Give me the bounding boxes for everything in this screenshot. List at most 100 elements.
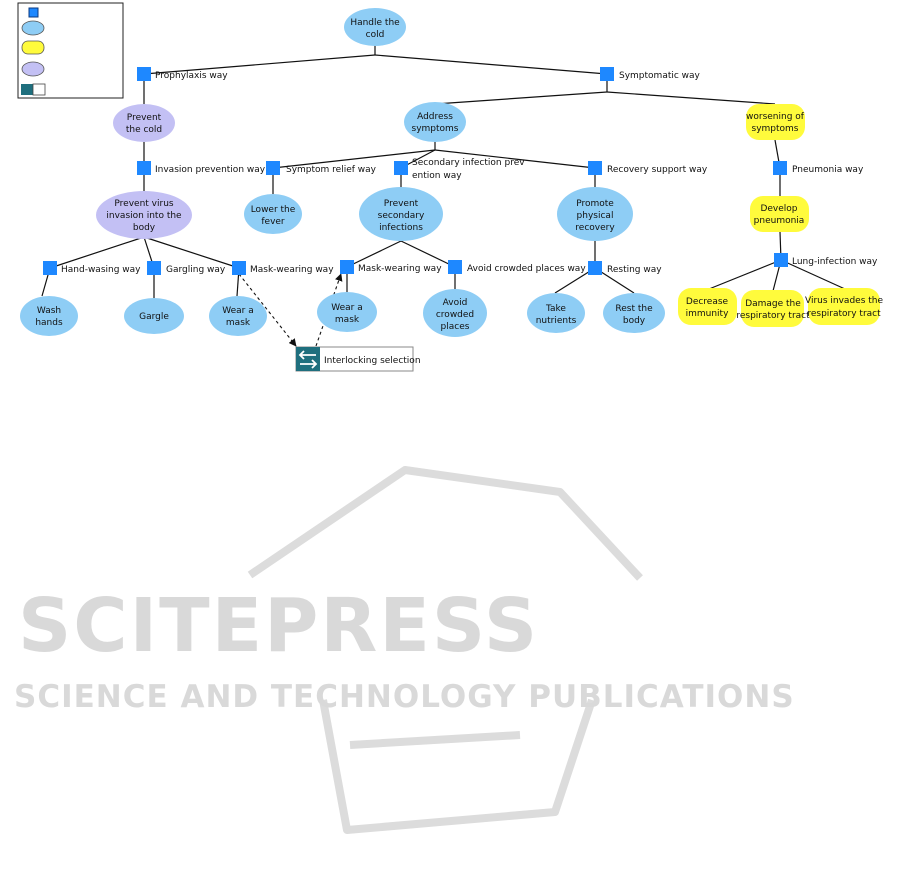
node-damage-tract[interactable]: Damage the respiratory tract [736, 290, 810, 327]
book-logo-icon [247, 466, 643, 834]
node-take-nutrients-line-2: nutrients [536, 316, 577, 326]
way-secondary-prevention[interactable]: Secondary infection prev ention way [394, 158, 525, 181]
node-wear-mask-1-line-1: Wear a [222, 306, 254, 316]
legend [17, 2, 124, 99]
node-prevent-virus[interactable]: Prevent virus invasion into the body [96, 191, 192, 239]
node-lower-fever[interactable]: Lower the fever [244, 194, 302, 234]
node-wear-mask-1-line-2: mask [226, 318, 251, 328]
node-damage-tract-line-2: respiratory tract [736, 311, 810, 321]
node-promote-recovery[interactable]: Promote physical recovery [557, 187, 633, 241]
interlocking-selection[interactable]: Interlocking selection [295, 346, 421, 372]
way-prophylaxis-label: Prophylaxis way [155, 71, 228, 81]
node-prevent-cold-line-1: Prevent [127, 113, 162, 123]
way-resting-label: Resting way [607, 265, 662, 275]
node-gargle-line-1: Gargle [139, 312, 169, 322]
way-lung-infection[interactable]: Lung-infection way [774, 253, 878, 267]
node-rest-body[interactable]: Rest the body [603, 293, 665, 333]
node-avoid-crowded[interactable]: Avoid crowded places [423, 289, 487, 337]
node-take-nutrients[interactable]: Take nutrients [527, 293, 585, 333]
way-hand-washing[interactable]: Hand-wasing way [43, 261, 141, 275]
way-hand-washing-label: Hand-wasing way [61, 265, 141, 275]
node-wash-hands-line-2: hands [35, 318, 63, 328]
node-prevent-secondary-line-3: infections [379, 223, 423, 233]
node-address-symptoms-line-2: symptoms [412, 124, 459, 134]
node-promote-recovery-line-2: physical [577, 211, 614, 221]
node-virus-invades-line-2: respiratory tract [807, 309, 881, 319]
way-recovery-support[interactable]: Recovery support way [588, 161, 708, 175]
way-invasion-prevention[interactable]: Invasion prevention way [137, 161, 266, 175]
node-rest-body-line-2: body [623, 316, 646, 326]
node-address-symptoms-line-1: Address [417, 112, 453, 122]
node-promote-recovery-line-1: Promote [576, 199, 614, 209]
way-pneumonia-label: Pneumonia way [792, 165, 864, 175]
way-symptomatic-label: Symptomatic way [619, 71, 701, 81]
watermark-title: SCITEPRESS [18, 583, 539, 669]
node-wear-mask-1[interactable]: Wear a mask [209, 296, 267, 336]
node-decrease-immunity-line-2: immunity [686, 309, 729, 319]
way-resting[interactable]: Resting way [588, 261, 662, 275]
way-secondary-prevention-label-1: Secondary infection prev [412, 158, 525, 168]
node-take-nutrients-line-1: Take [545, 304, 566, 314]
interlocking-selection-label: Interlocking selection [324, 356, 421, 366]
node-prevent-secondary[interactable]: Prevent secondary infections [359, 187, 443, 241]
way-symptom-relief[interactable]: Symptom relief way [266, 161, 377, 175]
node-promote-recovery-line-3: recovery [575, 223, 615, 233]
way-avoid-crowded-label: Avoid crowded places way [467, 264, 586, 274]
node-prevent-cold[interactable]: Prevent the cold [113, 104, 175, 142]
node-prevent-secondary-line-2: secondary [378, 211, 425, 221]
node-root-line-1: Handle the [350, 18, 400, 28]
topic-nodes: Handle the cold Prevent the cold Prevent… [20, 8, 883, 337]
node-worsening-line-2: symptoms [752, 124, 799, 134]
way-avoid-crowded[interactable]: Avoid crowded places way [448, 260, 586, 274]
way-invasion-prevention-label: Invasion prevention way [155, 165, 266, 175]
node-prevent-virus-line-1: Prevent virus [114, 199, 173, 209]
legend-switch-swatch [21, 83, 46, 96]
publisher-watermark: SCITEPRESS SCIENCE AND TECHNOLOGY PUBLIC… [14, 466, 795, 834]
node-prevent-virus-line-2: invasion into the [106, 211, 182, 221]
swap-arrows-icon [296, 347, 320, 371]
node-root[interactable]: Handle the cold [344, 8, 406, 46]
node-decrease-immunity[interactable]: Decrease immunity [678, 288, 737, 325]
way-mask-wearing-2[interactable]: Mask-wearing way [340, 260, 442, 274]
way-gargling[interactable]: Gargling way [147, 261, 226, 275]
way-symptom-relief-label: Symptom relief way [286, 165, 377, 175]
way-symptomatic[interactable]: Symptomatic way [600, 67, 701, 81]
node-wash-hands-line-1: Wash [37, 306, 61, 316]
node-prevent-virus-line-3: body [133, 223, 156, 233]
node-wear-mask-2-line-1: Wear a [331, 303, 363, 313]
node-virus-invades-line-1: Virus invades the [805, 296, 883, 306]
way-nodes: Prophylaxis way Symptomatic way Invasion… [43, 67, 878, 275]
way-lung-infection-label: Lung-infection way [792, 257, 878, 267]
legend-way-swatch [28, 7, 39, 18]
node-avoid-crowded-line-2: crowded [436, 310, 474, 320]
node-lower-fever-line-2: fever [261, 217, 285, 227]
way-mask-wearing-1-label: Mask-wearing way [250, 265, 334, 275]
way-mask-wearing-1[interactable]: Mask-wearing way [232, 261, 334, 275]
node-wear-mask-2-line-2: mask [335, 315, 360, 325]
way-pneumonia[interactable]: Pneumonia way [773, 161, 864, 175]
node-worsening[interactable]: worsening of symptoms [746, 104, 805, 140]
node-decrease-immunity-line-1: Decrease [686, 297, 729, 307]
node-damage-tract-line-1: Damage the [745, 299, 801, 309]
node-rest-body-line-1: Rest the [615, 304, 653, 314]
node-avoid-crowded-line-3: places [441, 322, 470, 332]
node-develop-pneumonia-line-1: Develop [760, 204, 797, 214]
watermark-subtitle: SCIENCE AND TECHNOLOGY PUBLICATIONS [14, 679, 795, 715]
node-gargle[interactable]: Gargle [124, 298, 184, 334]
node-develop-pneumonia-line-2: pneumonia [754, 216, 805, 226]
node-virus-invades[interactable]: Virus invades the respiratory tract [805, 288, 883, 325]
way-prophylaxis[interactable]: Prophylaxis way [137, 67, 228, 81]
tree-connectors [41, 45, 846, 347]
way-secondary-prevention-label-2: ention way [412, 171, 462, 181]
legend-blue-topic-swatch [21, 20, 45, 36]
node-wash-hands[interactable]: Wash hands [20, 296, 78, 336]
node-avoid-crowded-line-1: Avoid [443, 298, 468, 308]
node-prevent-cold-line-2: the cold [126, 125, 162, 135]
way-recovery-support-label: Recovery support way [607, 165, 708, 175]
legend-purple-topic-swatch [21, 61, 45, 77]
node-develop-pneumonia[interactable]: Develop pneumonia [750, 196, 809, 232]
node-wear-mask-2[interactable]: Wear a mask [317, 292, 377, 332]
node-address-symptoms[interactable]: Address symptoms [404, 102, 466, 142]
node-prevent-secondary-line-1: Prevent [384, 199, 419, 209]
